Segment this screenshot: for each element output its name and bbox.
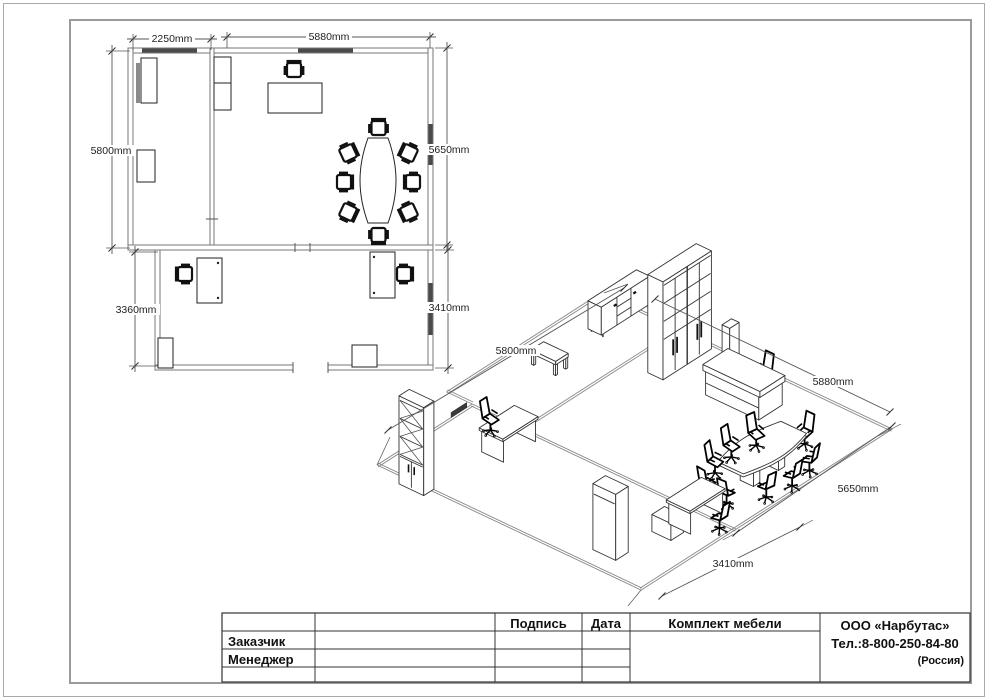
door-ticks (206, 218, 329, 373)
dim-3410-plan: 3410mm (429, 302, 470, 314)
wall (209, 47, 215, 246)
office-chair-iso (710, 500, 731, 536)
title-date-label: Дата (590, 616, 622, 631)
chair-top-view (283, 59, 305, 79)
iso-dims (376, 283, 902, 607)
sheet-outer-border (3, 3, 985, 697)
floor-plan-2d (127, 47, 434, 373)
dimension-lines (106, 32, 902, 607)
wall (127, 244, 434, 251)
chair-top-view (338, 141, 361, 165)
office-chair-iso (756, 470, 778, 505)
dim-5880-iso: 5880mm (813, 376, 854, 388)
office-chair-iso (703, 439, 725, 480)
desk-top-view (267, 82, 323, 114)
dim-5650-iso: 5650mm (838, 483, 879, 495)
dim-5650-plan: 5650mm (429, 144, 470, 156)
cabinet-top-view (136, 149, 156, 183)
iso-wardrobe (647, 243, 712, 381)
desk-top-view (196, 257, 223, 304)
cabinet-top-view (213, 56, 232, 84)
iso-sideboard (587, 269, 651, 338)
office-chair-iso (719, 422, 741, 465)
cabinet-top-view (157, 337, 174, 369)
dim-5800-iso: 5800mm (496, 345, 537, 357)
title-customer-label: Заказчик (228, 634, 286, 649)
iso-window-bar (450, 402, 467, 418)
title-block-grid (221, 612, 971, 683)
chair-top-view (396, 200, 419, 224)
chair-top-view (396, 141, 419, 165)
cabinet-top-view (213, 82, 232, 111)
wall (327, 364, 434, 371)
chair-top-view (368, 226, 389, 246)
dimension-labels: 2250mm 5880mm 5800mm 5650mm 3360mm 3410m… (88, 31, 882, 570)
chair-top-view (402, 171, 422, 193)
title-manager-label: Менеджер (228, 652, 294, 667)
company-country: (Россия) (917, 655, 964, 667)
iso-floor (376, 291, 893, 591)
company-name: ООО «Нарбутас» (840, 618, 950, 633)
office-chair-iso (782, 458, 804, 494)
chair-top-view (174, 263, 194, 285)
chair-top-view (368, 117, 389, 137)
chair-top-view (395, 263, 415, 285)
iso-tall-cabinet (592, 475, 629, 561)
dim-3360-plan: 3360mm (116, 304, 157, 316)
office-chair-iso (800, 442, 821, 479)
sheet-inner-frame (69, 19, 972, 684)
dim-5880-plan: 5880mm (309, 31, 350, 43)
company-phone: Тел.:8-800-250-84-80 (831, 636, 959, 651)
isometric-view (376, 243, 893, 591)
chair-top-view (338, 200, 361, 224)
iso-coffee-table (530, 341, 569, 377)
iso-bookcase (398, 388, 435, 497)
dim-2250: 2250mm (152, 33, 193, 45)
cabinet-top-view (351, 344, 378, 368)
conference-table-top-view (359, 137, 397, 224)
title-signature-label: Подпись (510, 616, 567, 631)
iso-reception-desk (702, 348, 786, 421)
wall (154, 364, 294, 371)
iso-desk-right (651, 476, 731, 541)
desk-top-view (369, 251, 396, 299)
iso-desk-left (478, 396, 539, 463)
chair-top-view (335, 171, 355, 193)
office-chair-iso (745, 411, 766, 453)
cabinet-top-view (140, 57, 158, 104)
dim-3410-iso: 3410mm (713, 558, 754, 570)
office-chair-iso (478, 396, 500, 438)
title-furniture-set-label: Комплект мебели (668, 616, 782, 631)
dim-5800-plan: 5800mm (91, 145, 132, 157)
